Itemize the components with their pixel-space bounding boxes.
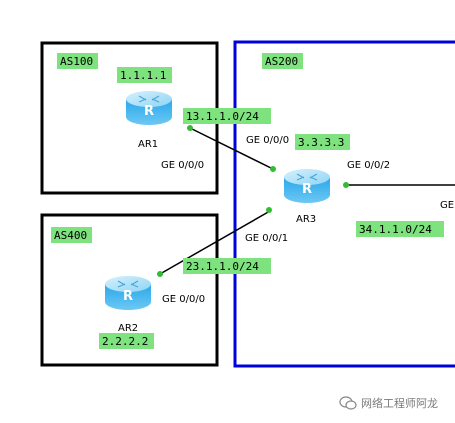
port-dot-ar1-g000 — [187, 125, 193, 131]
as400-box — [40, 213, 219, 367]
label-bg-ar2-loopback — [99, 333, 154, 349]
label-bg-as400 — [51, 227, 92, 243]
label-bg-subnet-13 — [183, 108, 271, 124]
router-ar1[interactable] — [125, 90, 173, 126]
subnet-ar1-ar3: 13.1.1.0/24 — [186, 110, 259, 123]
port-dot-ar3-g001 — [266, 207, 272, 213]
router-icon — [283, 168, 331, 204]
ar2-loopback: 2.2.2.2 — [102, 335, 148, 348]
ar3-name: AR3 — [296, 214, 316, 225]
subnet-ar3-out: 34.1.1.0/24 — [359, 223, 432, 236]
label-bg-subnet-23 — [183, 258, 271, 274]
as400-label: AS400 — [54, 229, 87, 242]
label-bg-as100 — [57, 53, 98, 69]
link-ar1-ar3 — [189, 127, 276, 171]
ar1-interface-g000: GE 0/0/0 — [161, 160, 204, 171]
subnet-ar2-ar3: 23.1.1.0/24 — [186, 260, 259, 273]
label-bg-ar3-loopback — [295, 134, 350, 150]
router-icon — [125, 90, 173, 126]
router-icon — [104, 275, 152, 311]
as200-box — [233, 40, 455, 368]
label-bg-as200 — [262, 53, 303, 69]
as100-label: AS100 — [60, 55, 93, 68]
link-ar2-ar3 — [159, 210, 271, 275]
port-dot-ar3-g000 — [270, 166, 276, 172]
port-dot-ar3-g002 — [343, 182, 349, 188]
label-bg-subnet-34 — [356, 221, 444, 237]
ar3-interface-g000: GE 0/0/0 — [246, 135, 289, 146]
router-ar2[interactable] — [104, 275, 152, 311]
as200-label: AS200 — [265, 55, 298, 68]
port-dot-ar2-g000 — [157, 271, 163, 277]
ar3-interface-g001: GE 0/0/1 — [245, 233, 288, 244]
ar2-interface-g000: GE 0/0/0 — [162, 294, 205, 305]
label-bg-ar1-loopback — [117, 67, 172, 83]
ar2-name: AR2 — [118, 323, 138, 334]
router-ar3[interactable] — [283, 168, 331, 204]
ar3-loopback: 3.3.3.3 — [298, 136, 344, 149]
ar1-name: AR1 — [138, 139, 158, 150]
wechat-icon — [339, 396, 357, 410]
cut-off-interface-label: GE — [440, 200, 454, 211]
watermark-text: 网络工程师阿龙 — [361, 396, 438, 410]
ar1-loopback: 1.1.1.1 — [120, 69, 166, 82]
ar3-interface-g002: GE 0/0/2 — [347, 160, 390, 171]
